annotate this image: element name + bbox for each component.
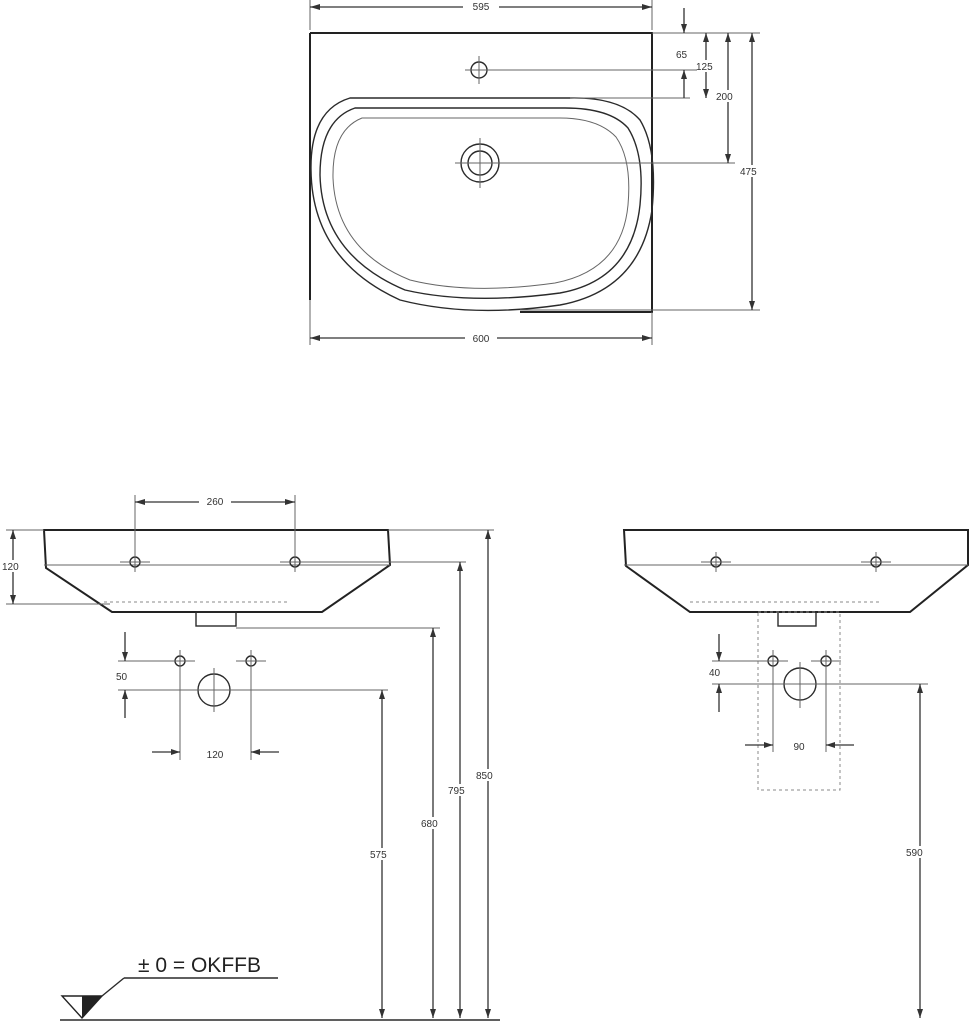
side-outlet (778, 662, 822, 708)
front-basin-profile (42, 529, 392, 613)
dim-590: 590 (822, 683, 932, 1018)
dim-260: 260 (134, 495, 296, 552)
dim-120w-label: 120 (207, 750, 224, 761)
dim-575: 575 (370, 690, 394, 1018)
floor-reference-label: ± 0 = OKFFB (138, 954, 261, 977)
dim-475: 475 (740, 33, 764, 310)
top-view: 595 600 65 (309, 0, 764, 345)
dim-795: 795 (448, 562, 472, 1018)
dim-40: 40 (709, 634, 784, 712)
dim-90: 90 (745, 742, 854, 753)
dim-125-label: 125 (696, 62, 713, 73)
dim-850-label: 850 (476, 771, 493, 782)
dim-120h-label: 120 (2, 562, 19, 573)
dim-680: 680 (421, 628, 445, 1018)
dim-65: 65 (676, 8, 688, 98)
floor-level-symbol (60, 977, 278, 1020)
dim-600-label: 600 (473, 334, 490, 345)
dim-120-width: 120 (152, 749, 279, 761)
side-basin-profile (622, 529, 969, 613)
dim-65-label: 65 (676, 50, 688, 61)
basin-bowl (332, 117, 630, 289)
basin-outline-top (309, 32, 653, 313)
dim-200-label: 200 (716, 92, 733, 103)
dim-200: 200 (716, 33, 740, 163)
front-outlet (192, 668, 236, 712)
side-view: 40 90 590 (622, 529, 969, 1018)
front-view: 260 120 (2, 495, 500, 1021)
side-drain-stub (777, 611, 817, 627)
dim-40-label: 40 (709, 668, 721, 679)
dim-590-label: 590 (906, 848, 923, 859)
dim-50-label: 50 (116, 672, 128, 683)
front-tap-mark-right (280, 552, 310, 572)
dim-50: 50 (116, 632, 192, 718)
dim-475-label: 475 (740, 167, 757, 178)
side-tap-mark-right (861, 552, 891, 572)
dim-width-595: 595 (309, 0, 653, 30)
dim-595-label: 595 (473, 2, 490, 13)
dim-width-600: 600 (309, 300, 653, 345)
dim-260-label: 260 (207, 497, 224, 508)
dim-90-label: 90 (793, 742, 805, 753)
dim-120-height: 120 (2, 529, 110, 605)
dim-795-label: 795 (448, 786, 465, 797)
front-tap-mark-left (120, 552, 150, 572)
dim-125: 125 (696, 33, 719, 98)
side-pedestal (757, 611, 841, 791)
dim-680-label: 680 (421, 819, 438, 830)
dim-575-label: 575 (370, 850, 387, 861)
side-tap-mark-left (701, 552, 731, 572)
drain-hole (455, 138, 505, 188)
front-drain-stub (195, 611, 237, 627)
basin-rim-inner (319, 107, 642, 300)
basin-rim-outer (310, 97, 655, 312)
dim-850: 850 (476, 530, 500, 1018)
tap-hole (465, 56, 493, 84)
